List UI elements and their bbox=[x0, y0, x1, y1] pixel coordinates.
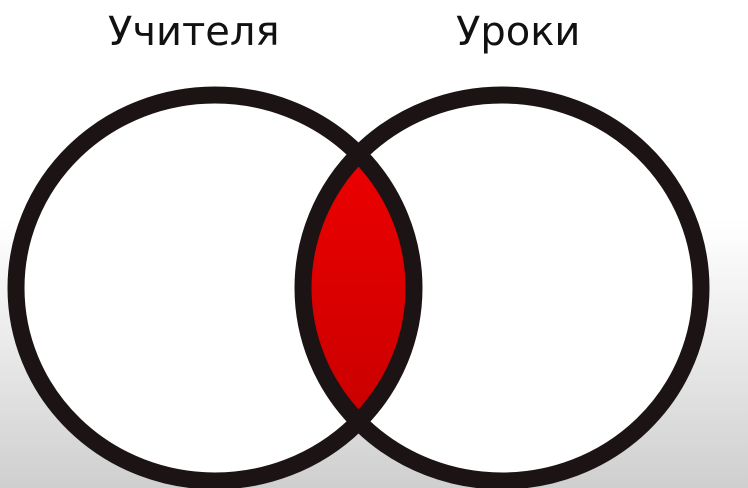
set-outline-teachers bbox=[7, 86, 423, 488]
set-fill-lessons bbox=[303, 95, 701, 481]
set-label-teachers: Учителя bbox=[108, 9, 280, 55]
set-outline-lessons bbox=[294, 86, 710, 488]
set-fill-teachers bbox=[16, 95, 414, 481]
set-label-lessons: Уроки bbox=[456, 9, 581, 55]
